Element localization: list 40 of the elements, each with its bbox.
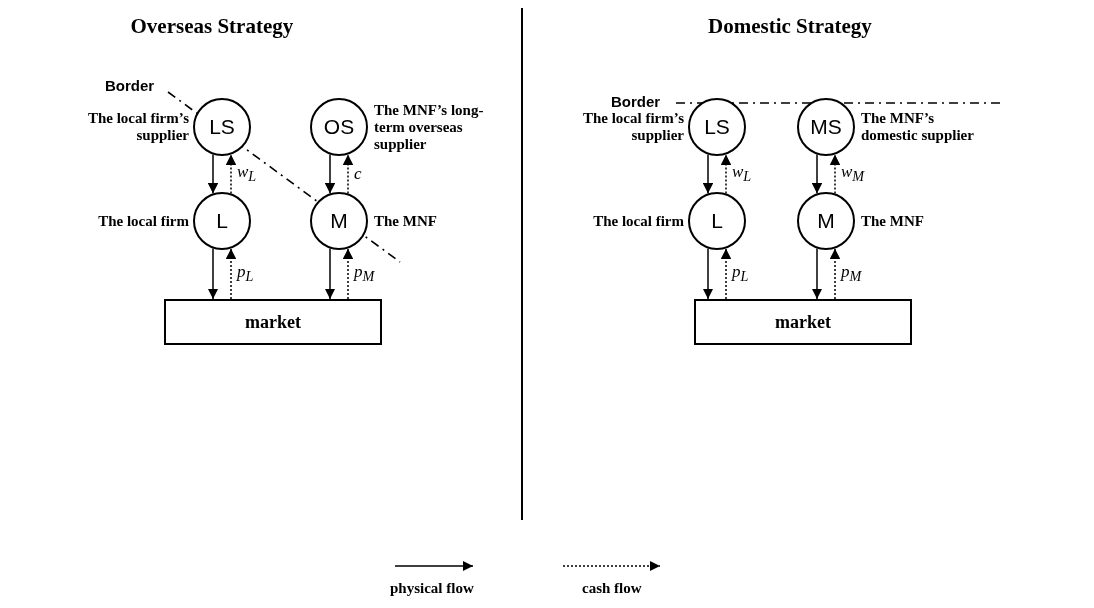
- node-caption: The local firm: [97, 212, 189, 230]
- arrow: [811, 153, 823, 195]
- node-caption: The local firm’s supplier: [86, 110, 189, 144]
- border-label: Border: [105, 77, 155, 94]
- arrow: [720, 247, 732, 300]
- circle-node: LS: [193, 98, 251, 156]
- node-caption: The MNF: [861, 212, 925, 230]
- panel-title: Domestic Strategy: [708, 14, 872, 39]
- arrow: [720, 153, 732, 195]
- arrow: [702, 247, 714, 300]
- border-label: Border: [611, 93, 661, 110]
- arrow: [207, 247, 219, 300]
- circle-node: L: [193, 192, 251, 250]
- circle-node: L: [688, 192, 746, 250]
- node-caption: The MNF’s long-term overseas supplier: [374, 101, 485, 153]
- circle-node: MS: [797, 98, 855, 156]
- arrow: [324, 153, 336, 195]
- circle-node: LS: [688, 98, 746, 156]
- node-caption: The MNF’s domestic supplier: [861, 110, 975, 144]
- arrow: [829, 247, 841, 300]
- node-caption: The local firm’s supplier: [581, 110, 684, 144]
- circle-node: M: [797, 192, 855, 250]
- legend-label: cash flow: [582, 580, 642, 597]
- arrow: [811, 247, 823, 300]
- arrow: [342, 247, 354, 300]
- node-caption: The local firm: [592, 212, 684, 230]
- node-caption: The MNF: [374, 212, 438, 230]
- arrow: [342, 153, 354, 195]
- arrow: [324, 247, 336, 300]
- process-box: market: [694, 299, 912, 345]
- arrow: [829, 153, 841, 195]
- arrow: [702, 153, 714, 195]
- arrow: [207, 153, 219, 195]
- process-box: market: [164, 299, 382, 345]
- arrow: [225, 153, 237, 195]
- panel-title: Overseas Strategy: [130, 14, 294, 39]
- arrow: [225, 247, 237, 300]
- circle-node: M: [310, 192, 368, 250]
- circle-node: OS: [310, 98, 368, 156]
- legend-label: physical flow: [390, 580, 474, 597]
